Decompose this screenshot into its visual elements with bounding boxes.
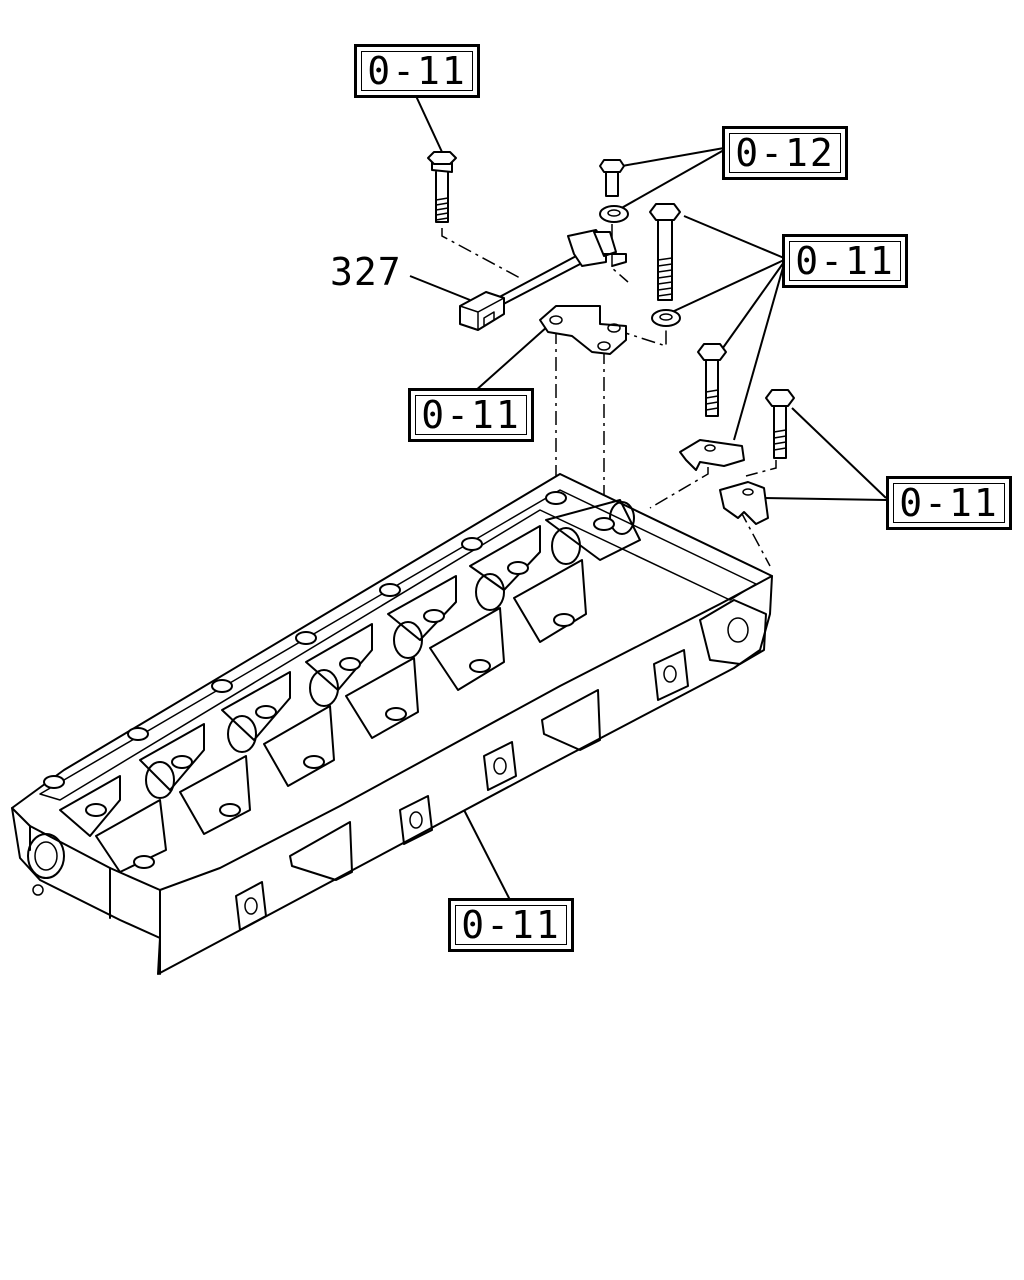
clamp-lower: [719, 481, 769, 525]
flange-bolt-far-right: [765, 389, 795, 459]
wiring-harness: [489, 229, 627, 311]
bolt-short: [599, 159, 625, 197]
sensor-connector: [459, 291, 505, 331]
callout-bolt-top-text: 0-11: [367, 49, 467, 93]
cylinder-head: [11, 473, 773, 975]
callout-bolts-right: 0-11: [782, 234, 908, 288]
callout-bolt-short-text: 0-12: [735, 131, 835, 175]
harness-bracket: [539, 305, 627, 355]
callout-bracket: 0-11: [408, 388, 534, 442]
flange-bolt-right-mid: [697, 343, 727, 417]
cam-journals: [145, 501, 635, 799]
cap-bolts: [43, 491, 615, 869]
part-number-label: 327: [330, 250, 402, 294]
callout-clamps-text: 0-11: [899, 481, 999, 525]
leader-lines: [409, 95, 887, 901]
clamp-upper: [679, 439, 745, 471]
callout-clamps: 0-11: [886, 476, 1012, 530]
washers: [599, 205, 681, 327]
callout-bracket-text: 0-11: [421, 393, 521, 437]
cam-bearing-towers: [59, 499, 641, 873]
callout-bolt-short: 0-12: [722, 126, 848, 180]
callout-cylinder-head-text: 0-11: [461, 903, 561, 947]
flange-bolt-right-top: [649, 203, 681, 301]
side-bosses: [235, 649, 689, 931]
callout-bolt-top: 0-11: [354, 44, 480, 98]
flange-bolt-long: [427, 151, 457, 223]
callout-bolts-right-text: 0-11: [795, 239, 895, 283]
callout-cylinder-head: 0-11: [448, 898, 574, 952]
